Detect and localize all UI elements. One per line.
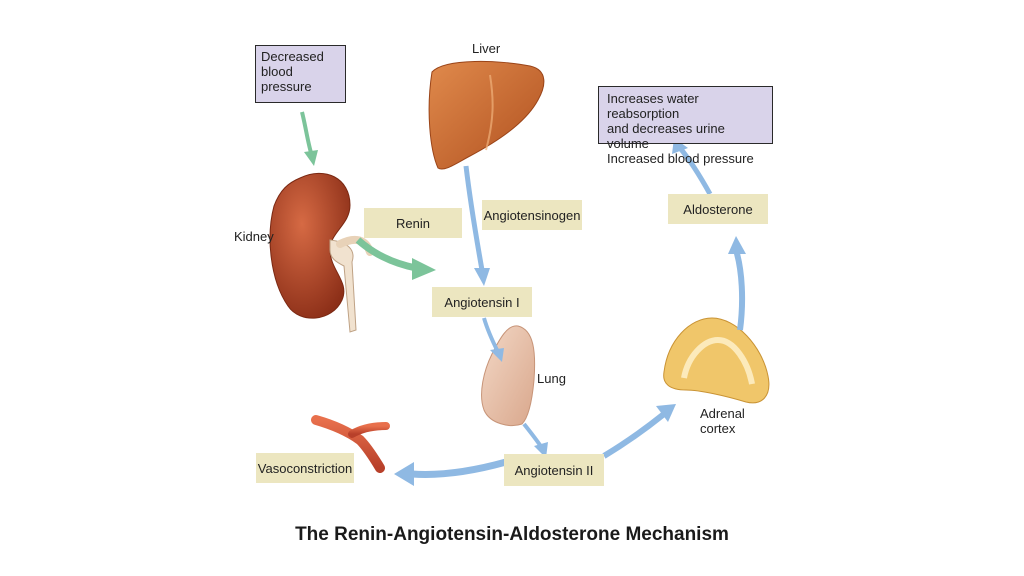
result-line3: Increased blood pressure — [607, 151, 754, 166]
arrow-lung-to-angiotensin-2 — [522, 422, 548, 458]
decreased-bp-line2: blood pressure — [261, 64, 312, 94]
vessel-illustration — [311, 415, 390, 473]
angiotensin-2-label: Angiotensin II — [504, 454, 604, 486]
lung-illustration — [481, 325, 536, 426]
arrow-renin — [355, 237, 436, 280]
kidney-illustration — [269, 172, 374, 333]
arrow-liver-to-angiotensin-1 — [463, 165, 490, 286]
angiotensinogen-label: Angiotensinogen — [482, 200, 582, 230]
liver-illustration — [428, 60, 545, 170]
adrenal-line2: cortex — [700, 421, 736, 436]
renin-label: Renin — [364, 208, 462, 238]
vasoconstriction-label: Vasoconstriction — [256, 453, 354, 483]
angiotensin-1-label: Angiotensin I — [432, 287, 532, 317]
liver-label: Liver — [472, 41, 501, 56]
adrenal-line1: Adrenal — [700, 406, 745, 421]
adrenal-cortex-label: Adrenal cortex — [700, 406, 745, 436]
lung-label: Lung — [537, 371, 566, 386]
arrow-angiotensin-2-to-vasoconstriction — [394, 458, 507, 486]
diagram-title: The Renin-Angiotensin-Aldosterone Mechan… — [295, 524, 729, 545]
kidney-label: Kidney — [234, 229, 274, 244]
decreased-blood-pressure-box: Decreased blood pressure — [255, 45, 346, 103]
adrenal-illustration — [663, 317, 770, 404]
arrow-angiotensin-1-to-lung — [482, 317, 504, 362]
aldosterone-label: Aldosterone — [668, 194, 768, 224]
arrow-adrenal-to-aldosterone — [728, 236, 746, 331]
decreased-bp-line1: Decreased — [261, 49, 324, 64]
arrow-decreased-bp-to-kidney — [300, 111, 318, 166]
result-line1: Increases water reabsorption — [607, 91, 699, 121]
arrow-angiotensin-2-to-adrenal — [602, 404, 676, 459]
result-line2: and decreases urine volume — [607, 121, 725, 151]
result-box: Increases water reabsorption and decreas… — [598, 86, 773, 166]
